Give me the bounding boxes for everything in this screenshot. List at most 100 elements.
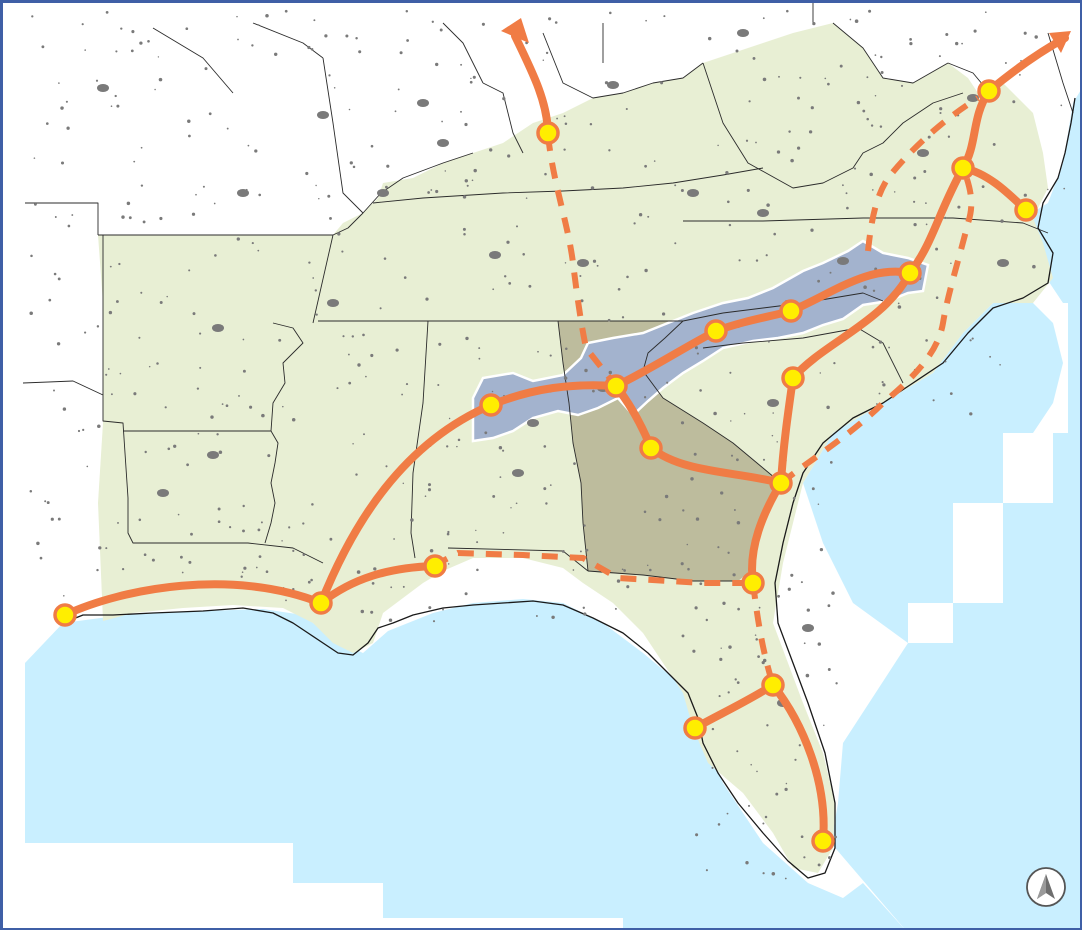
urban-dot (118, 262, 121, 266)
urban-dot (626, 275, 629, 279)
urban-dot (36, 541, 40, 546)
urban-dot (238, 394, 240, 397)
urban-dot (46, 501, 50, 505)
urban-dot (660, 81, 664, 85)
city-node-tampa (683, 716, 707, 740)
atlantic-ocean (908, 303, 1080, 928)
urban-dot (604, 81, 609, 85)
urban-dot (856, 100, 861, 105)
urban-area-blob (327, 299, 339, 307)
urban-dot (1032, 264, 1036, 269)
urban-dot (693, 452, 697, 456)
urban-dot (56, 342, 61, 346)
urban-area-blob (212, 324, 224, 332)
gulf-coastline (62, 97, 1076, 879)
urban-dot (944, 216, 947, 220)
urban-dot (909, 38, 912, 41)
urban-dot (181, 571, 184, 574)
urban-dot (755, 259, 759, 262)
urban-dot (582, 606, 585, 609)
urban-dot (661, 312, 666, 316)
urban-dot (537, 350, 539, 353)
urban-dot (341, 250, 344, 253)
urban-dot (717, 144, 719, 147)
urban-dot (446, 532, 450, 536)
urban-dot (107, 368, 110, 370)
urban-dot (790, 573, 794, 577)
urban-dot (425, 297, 429, 301)
urban-dot (845, 192, 848, 195)
urban-dot (66, 126, 70, 130)
urban-dot (925, 202, 927, 204)
urban-dot (265, 14, 269, 18)
urban-dot (833, 361, 836, 365)
urban-dot (878, 340, 883, 344)
urban-dot (522, 253, 525, 256)
corridor-solid-neworleans-mobile (317, 562, 437, 607)
urban-dot (491, 390, 494, 393)
urban-dot (674, 184, 677, 187)
urban-dot (803, 642, 806, 645)
urban-dot (971, 337, 974, 340)
urban-dot (680, 188, 684, 193)
urban-dot (796, 146, 801, 150)
urban-dot (735, 49, 739, 53)
urban-dot (764, 815, 768, 819)
urban-dot (154, 88, 156, 91)
urban-dot (273, 52, 278, 57)
urban-dot (790, 158, 794, 163)
corridor-dashed-charlotte-richmond (865, 95, 980, 252)
urban-dot (765, 254, 768, 257)
urban-dot (694, 346, 698, 350)
urban-dot (835, 682, 838, 685)
urban-dot (754, 634, 757, 636)
urban-dot (254, 149, 258, 153)
urban-dot (292, 549, 295, 552)
urban-dot (437, 383, 440, 387)
urban-dot (77, 429, 81, 433)
urban-dot (199, 332, 202, 335)
corridor-dashed-gulf-coast (431, 549, 753, 586)
urban-dot (355, 473, 358, 476)
urban-dot (370, 610, 374, 614)
urban-dot (95, 79, 99, 82)
urban-dot (563, 148, 566, 151)
urban-dot (666, 381, 669, 384)
urban-dot (242, 529, 245, 533)
urban-dot (638, 213, 643, 217)
urban-dot (140, 291, 143, 294)
urban-dot (138, 336, 141, 339)
urban-dot (86, 465, 89, 468)
urban-dot (730, 420, 732, 422)
urban-dot (788, 130, 791, 133)
urban-dot (736, 681, 740, 684)
urban-dot (745, 139, 749, 142)
urban-dot (240, 575, 243, 578)
urban-dot (464, 179, 468, 183)
urban-dot (393, 538, 395, 540)
urban-dot (53, 389, 55, 392)
urban-dot (834, 835, 837, 839)
urban-dot (348, 108, 351, 111)
urban-dot (871, 189, 874, 191)
urban-dot (927, 135, 931, 139)
urban-dot (502, 531, 505, 534)
urban-dot (732, 573, 736, 577)
urban-dot (644, 268, 648, 273)
urban-area-blob (837, 257, 849, 265)
city-node-miami (811, 829, 835, 853)
urban-dot (535, 615, 538, 617)
urban-dot (401, 393, 404, 396)
urban-dot (515, 502, 518, 505)
urban-dot (925, 339, 928, 342)
urban-dot (643, 510, 647, 514)
city-node-columbia (781, 366, 805, 390)
urban-dot (435, 62, 439, 67)
urban-dot (362, 333, 365, 337)
urban-dot (608, 370, 613, 375)
urban-dot (828, 856, 831, 860)
corridor-solid-atlanta-charlotte (612, 267, 914, 390)
urban-dot (909, 41, 913, 46)
urban-dot (564, 122, 568, 126)
